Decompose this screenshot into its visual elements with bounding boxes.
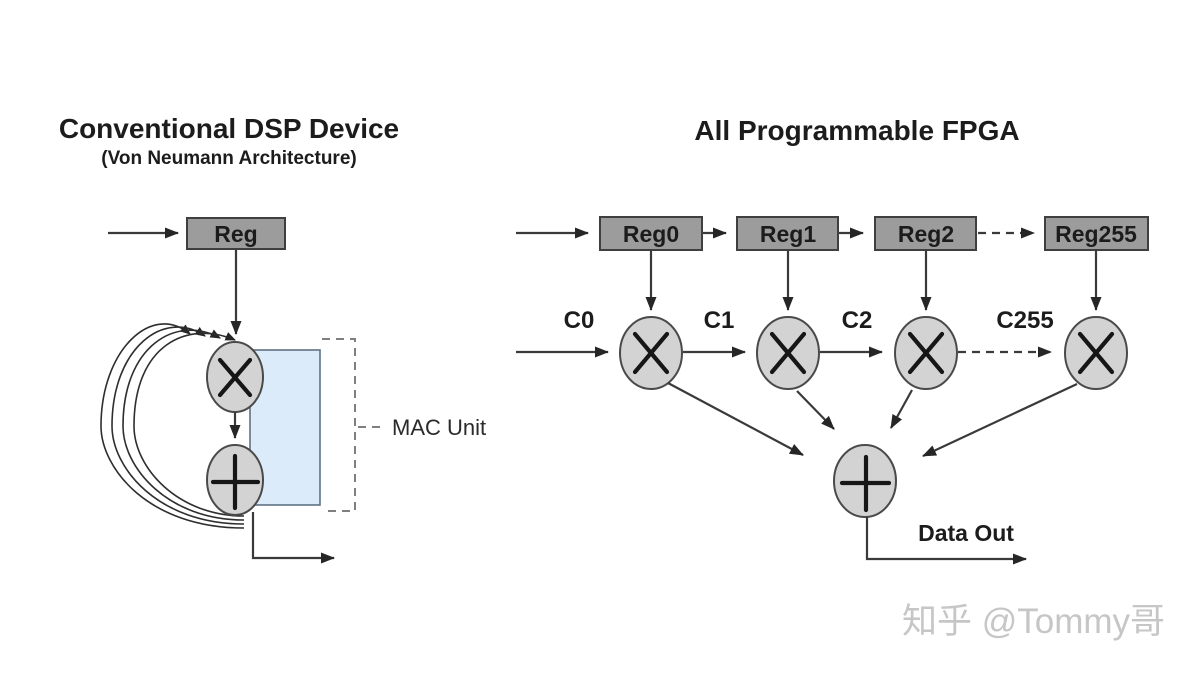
multiply-icon: [907, 331, 945, 375]
mult2-node: [894, 316, 958, 390]
watermark-text: 知乎 @Tommy哥: [902, 602, 1165, 641]
multiply-icon: [1077, 331, 1115, 375]
mult255-to-adder-arrow: [922, 383, 1078, 457]
reg0-label: Reg0: [623, 221, 679, 247]
loop-arc-1: [100, 323, 245, 529]
left-title: Conventional DSP Device: [59, 113, 399, 144]
multiply-icon: [769, 331, 807, 375]
left-subtitle: (Von Neumann Architecture): [101, 148, 356, 169]
mult1-to-adder-arrow: [796, 390, 835, 430]
mult2-to-adder-arrow: [890, 389, 913, 429]
left-panel: Conventional DSP Device (Von Neumann Arc…: [59, 113, 486, 564]
reg2-label: Reg2: [898, 221, 954, 247]
reg255-label: Reg255: [1055, 221, 1137, 247]
add-icon: [839, 454, 892, 513]
loop-arc-3: [122, 329, 245, 521]
coef-c255-label: C255: [996, 307, 1053, 334]
right-title: All Programmable FPGA: [694, 115, 1019, 146]
left-reg-label: Reg: [214, 221, 257, 247]
left-output-arrow: [251, 512, 335, 564]
loop-arc-4: [133, 332, 245, 517]
right-output-arrow: [865, 517, 1027, 565]
mac-dashed-bracket: [322, 338, 356, 512]
right-panel: All Programmable FPGA Reg0 Reg1 Reg2 Reg…: [516, 115, 1149, 565]
mult255-node: [1064, 316, 1128, 390]
coef-c1-label: C1: [704, 307, 735, 334]
data-out-label: Data Out: [918, 520, 1014, 546]
reg1-label: Reg1: [760, 221, 816, 247]
mult0-node: [619, 316, 683, 390]
reg2-box: [874, 216, 977, 251]
multiply-icon: [217, 357, 253, 398]
feedback-loop-arcs: [100, 323, 245, 529]
reg0-box: [599, 216, 703, 251]
coef-c2-label: C2: [842, 307, 873, 334]
mac-unit-label: MAC Unit: [392, 415, 486, 440]
multiply-icon: [632, 331, 670, 375]
mult1-node: [756, 316, 820, 390]
right-adder-node: [833, 444, 897, 518]
loop-arc-2: [111, 326, 245, 525]
mult0-to-adder-arrow: [667, 382, 804, 456]
coef-c0-label: C0: [564, 307, 595, 334]
add-icon: [210, 453, 261, 511]
